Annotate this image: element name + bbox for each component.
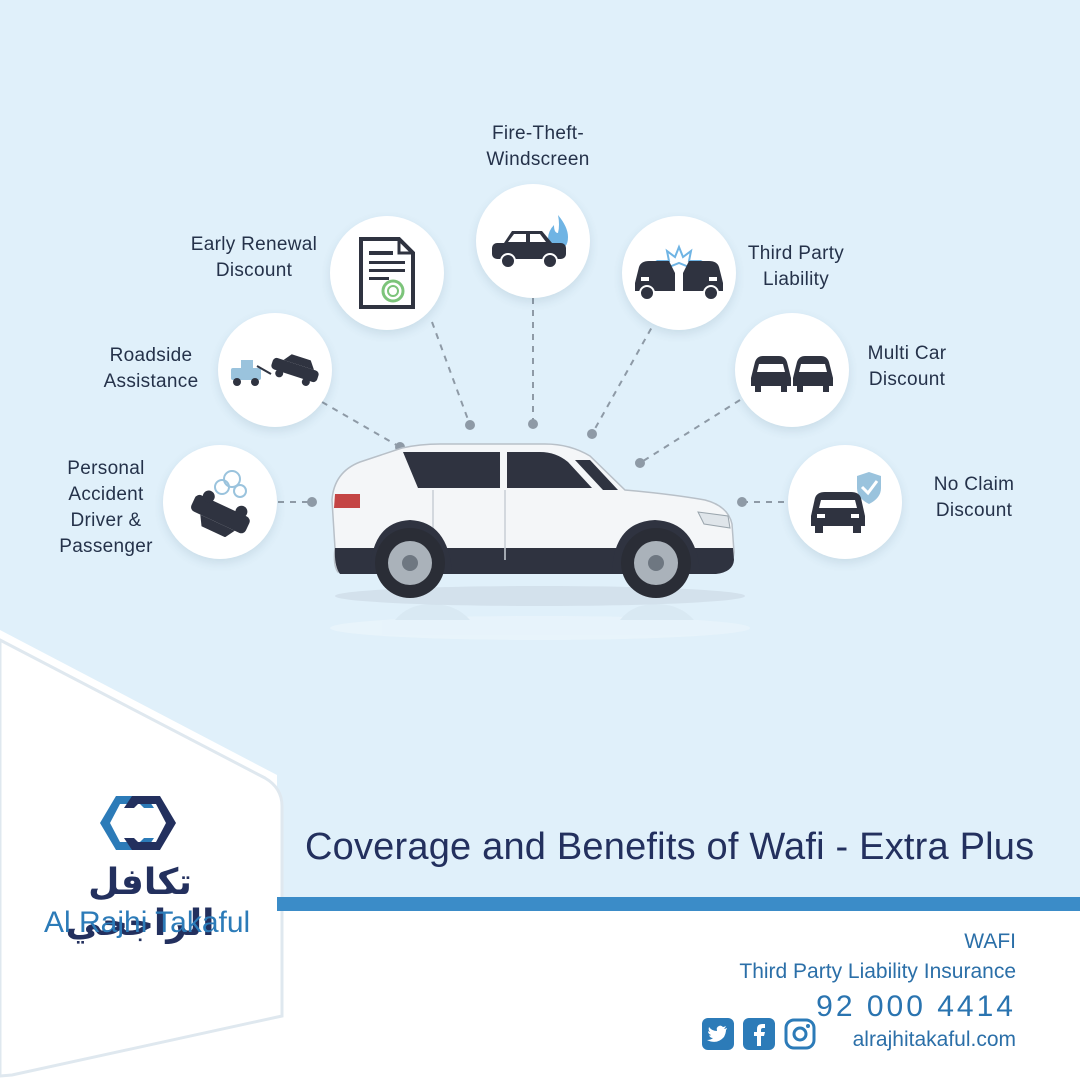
logo-arabic-text: تكافل الراجحي <box>65 862 215 944</box>
benefit-label-line: Windscreen <box>486 149 590 170</box>
benefit-label-tpl: Third Party Liability <box>740 241 852 293</box>
benefit-label-roadside: Roadside Assistance <box>94 343 208 395</box>
benefit-circle-fire <box>476 184 590 298</box>
benefit-label-line: Accident <box>68 484 144 505</box>
benefit-label-line: Passenger <box>59 536 153 557</box>
benefit-label-line: Driver & <box>70 510 142 531</box>
benefit-circle-personal <box>163 445 277 559</box>
benefit-label-fire: Fire-Theft- Windscreen <box>470 121 606 173</box>
benefit-label-line: No Claim <box>933 474 1015 495</box>
car-illustration <box>331 443 745 606</box>
tow-truck-icon <box>231 354 319 386</box>
two-cars-icon <box>751 356 833 392</box>
benefit-label-multi: Multi Car Discount <box>852 341 962 393</box>
benefit-label-line: Early Renewal <box>190 234 318 255</box>
page-title: Coverage and Benefits of Wafi - Extra Pl… <box>305 826 1035 868</box>
benefit-label-line: Third Party <box>747 243 845 264</box>
benefit-circle-roadside <box>218 313 332 427</box>
benefit-label-personal: Personal Accident Driver & Passenger <box>44 456 168 560</box>
car-reflection <box>330 604 750 640</box>
benefit-circle-renewal <box>330 216 444 330</box>
benefit-label-renewal: Early Renewal Discount <box>186 232 322 284</box>
logo-hexagon <box>0 638 284 1078</box>
benefit-label-line: Discount <box>215 260 293 281</box>
product-name: Third Party Liability Insurance <box>739 960 1016 983</box>
instagram-icon[interactable] <box>784 1018 816 1050</box>
twitter-icon[interactable] <box>702 1018 734 1050</box>
benefit-label-line: Personal <box>67 458 145 479</box>
certificate-document-icon <box>359 237 415 309</box>
benefit-label-noclaim: No Claim Discount <box>918 472 1030 524</box>
benefit-label-line: Roadside <box>109 345 193 366</box>
benefit-circle-tpl <box>622 216 736 330</box>
logo-english-text: Al Rajhi Takaful <box>44 906 251 939</box>
benefit-label-line: Assistance <box>103 371 199 392</box>
benefit-label-line: Liability <box>762 269 830 290</box>
facebook-icon[interactable] <box>743 1018 775 1050</box>
benefit-label-line: Fire-Theft- <box>492 123 584 144</box>
car-shield-check-icon <box>811 472 881 533</box>
car-collision-icon <box>635 244 723 301</box>
benefit-circle-multi <box>735 313 849 427</box>
overturned-car-icon <box>191 470 250 537</box>
benefit-label-line: Discount <box>935 500 1013 521</box>
brand-name: WAFI <box>964 930 1016 953</box>
benefit-circle-noclaim <box>788 445 902 559</box>
website-link[interactable]: alrajhitakaful.com <box>852 1028 1016 1051</box>
phone-number[interactable]: 92 000 4414 <box>816 990 1016 1023</box>
benefit-label-line: Discount <box>868 369 946 390</box>
benefit-label-line: Multi Car <box>867 343 947 364</box>
connector-lines <box>278 298 790 503</box>
al-rajhi-logo-icon <box>100 796 176 850</box>
accent-band <box>277 897 1080 911</box>
car-on-fire-icon <box>492 215 568 269</box>
